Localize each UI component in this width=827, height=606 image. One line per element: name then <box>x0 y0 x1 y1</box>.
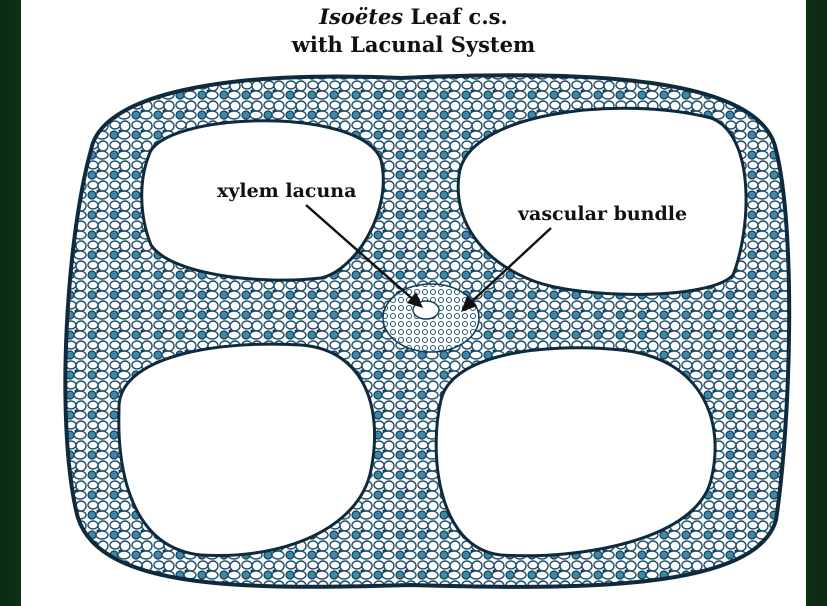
figure-subtitle: with Lacunal System <box>21 32 806 58</box>
lacuna-lower-left <box>119 344 375 555</box>
title-genus: Isoëtes <box>319 4 403 29</box>
figure-panel: Isoëtes Leaf c.s. with Lacunal System xy… <box>21 0 806 606</box>
title-rest: Leaf c.s. <box>403 4 508 29</box>
lacuna-lower-right <box>436 348 715 556</box>
figure-title: Isoëtes Leaf c.s. <box>21 4 806 30</box>
label-vascular-bundle: vascular bundle <box>518 203 687 225</box>
label-xylem-lacuna: xylem lacuna <box>217 180 356 202</box>
leaf-cross-section-diagram <box>21 0 806 606</box>
